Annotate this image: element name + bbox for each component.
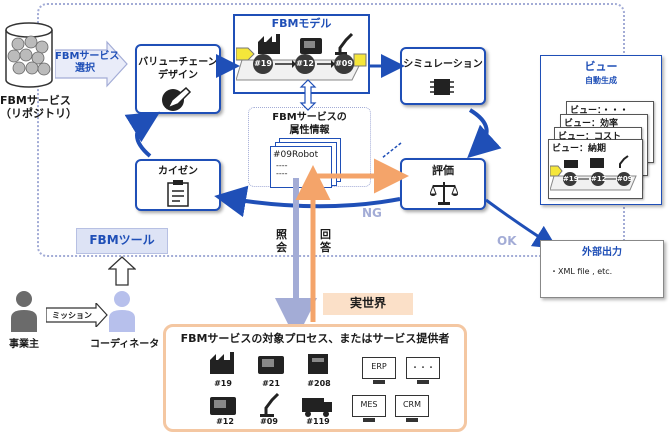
pencil-icon	[162, 86, 192, 111]
attributes-label: FBMサービスの属性情報	[272, 112, 347, 136]
view-card-title: ビュー：コスト	[558, 132, 622, 142]
view-mini-flow	[550, 155, 637, 191]
monitor-mes-label: MES	[360, 400, 378, 409]
monitor-stand	[373, 380, 385, 384]
query-label: 照会	[276, 228, 287, 254]
fbm-tool-banner[interactable]	[76, 228, 168, 254]
external-output-item: ・XML file , etc.	[550, 267, 613, 276]
clipboard-icon	[167, 180, 189, 207]
machine-icon	[300, 38, 322, 54]
view-node-19: #19	[563, 175, 579, 183]
robot-arm-icon	[335, 32, 354, 55]
monitor-stand	[363, 418, 375, 422]
fbm-node-09: #09	[335, 59, 353, 68]
attribute-card-title: #09Robot	[273, 150, 319, 160]
factory-icon	[258, 34, 280, 54]
attribute-card-line: ----	[276, 169, 288, 178]
fbm-model-title: FBMモデル	[271, 17, 332, 30]
attribute-card-line: ----	[276, 161, 288, 170]
fbm-node-19: #19	[254, 59, 272, 68]
fbm-node-12: #12	[296, 59, 314, 68]
machine-icon	[258, 356, 284, 374]
real-world-item: #12	[216, 417, 234, 426]
views-title: ビュー	[584, 60, 618, 73]
monitor-stand	[417, 380, 429, 384]
repository-cylinder-icon	[5, 22, 53, 88]
monitor-other-label: ・・・	[411, 363, 435, 372]
ok-label: OK	[497, 234, 517, 248]
factory-icon	[210, 352, 234, 374]
real-world-banner[interactable]	[323, 293, 413, 315]
up-arrow	[108, 256, 136, 286]
business-owner-icon	[11, 291, 37, 332]
view-card-title: ビュー：納期	[552, 144, 607, 154]
monitor-mes[interactable]	[352, 395, 386, 417]
cnc-icon	[210, 397, 236, 415]
value-chain-design-box[interactable]	[135, 44, 221, 114]
coordinator-label: コーディネータ	[90, 339, 160, 350]
business-owner-label: 事業主	[9, 339, 39, 350]
real-world-box-title: FBMサービスの対象プロセス、またはサービス提供者	[180, 332, 450, 345]
view-node-12: #12	[591, 175, 607, 183]
mission-arrow	[46, 303, 108, 327]
ng-label: NG	[362, 206, 382, 220]
evaluation-label: 評価	[432, 164, 454, 177]
mission-label: ミッション	[52, 311, 92, 320]
monitor-erp[interactable]	[362, 357, 396, 379]
coordinator-icon	[109, 291, 135, 332]
real-world-label: 実世界	[349, 296, 386, 310]
select-arrow-label: FBMサービス選択	[55, 51, 120, 74]
chip-icon	[430, 79, 454, 95]
view-node-09: #09	[617, 175, 633, 183]
truck-icon	[302, 398, 332, 417]
monitor-crm-label: CRM	[402, 400, 422, 409]
printer-icon	[308, 354, 328, 374]
real-world-icons	[210, 352, 332, 417]
external-output-title: 外部出力	[582, 247, 622, 258]
answer-label: 回答	[320, 228, 331, 254]
real-world-item: #119	[306, 417, 330, 426]
real-world-item: #09	[260, 417, 278, 426]
views-subtitle: 自動生成	[585, 76, 617, 85]
kaizen-label: カイゼン	[158, 166, 198, 177]
view-card-title: ビュー：効率	[564, 119, 619, 129]
value-chain-label: バリューチェーンデザイン	[138, 57, 218, 81]
repository-label: FBMサービス（リポジトリ）	[0, 94, 77, 120]
scale-icon	[430, 182, 458, 205]
select-arrow	[55, 40, 128, 88]
real-world-item: #19	[214, 379, 232, 388]
fbm-tool-label: FBMツール	[89, 233, 155, 247]
simulation-box[interactable]	[400, 47, 486, 105]
robot-arm-icon	[260, 392, 280, 417]
external-output-box[interactable]	[540, 240, 664, 298]
monitor-stand	[406, 418, 418, 422]
monitor-crm[interactable]	[395, 395, 429, 417]
view-card-title: ビュー：・・・	[570, 106, 629, 116]
real-world-item: #208	[307, 379, 331, 388]
fbm-model-flow	[236, 32, 367, 81]
simulation-label: シミュレーション	[403, 59, 483, 70]
monitor-other[interactable]	[406, 357, 440, 379]
repository[interactable]	[4, 22, 54, 88]
monitor-erp-label: ERP	[371, 362, 387, 371]
real-world-item: #21	[262, 379, 280, 388]
